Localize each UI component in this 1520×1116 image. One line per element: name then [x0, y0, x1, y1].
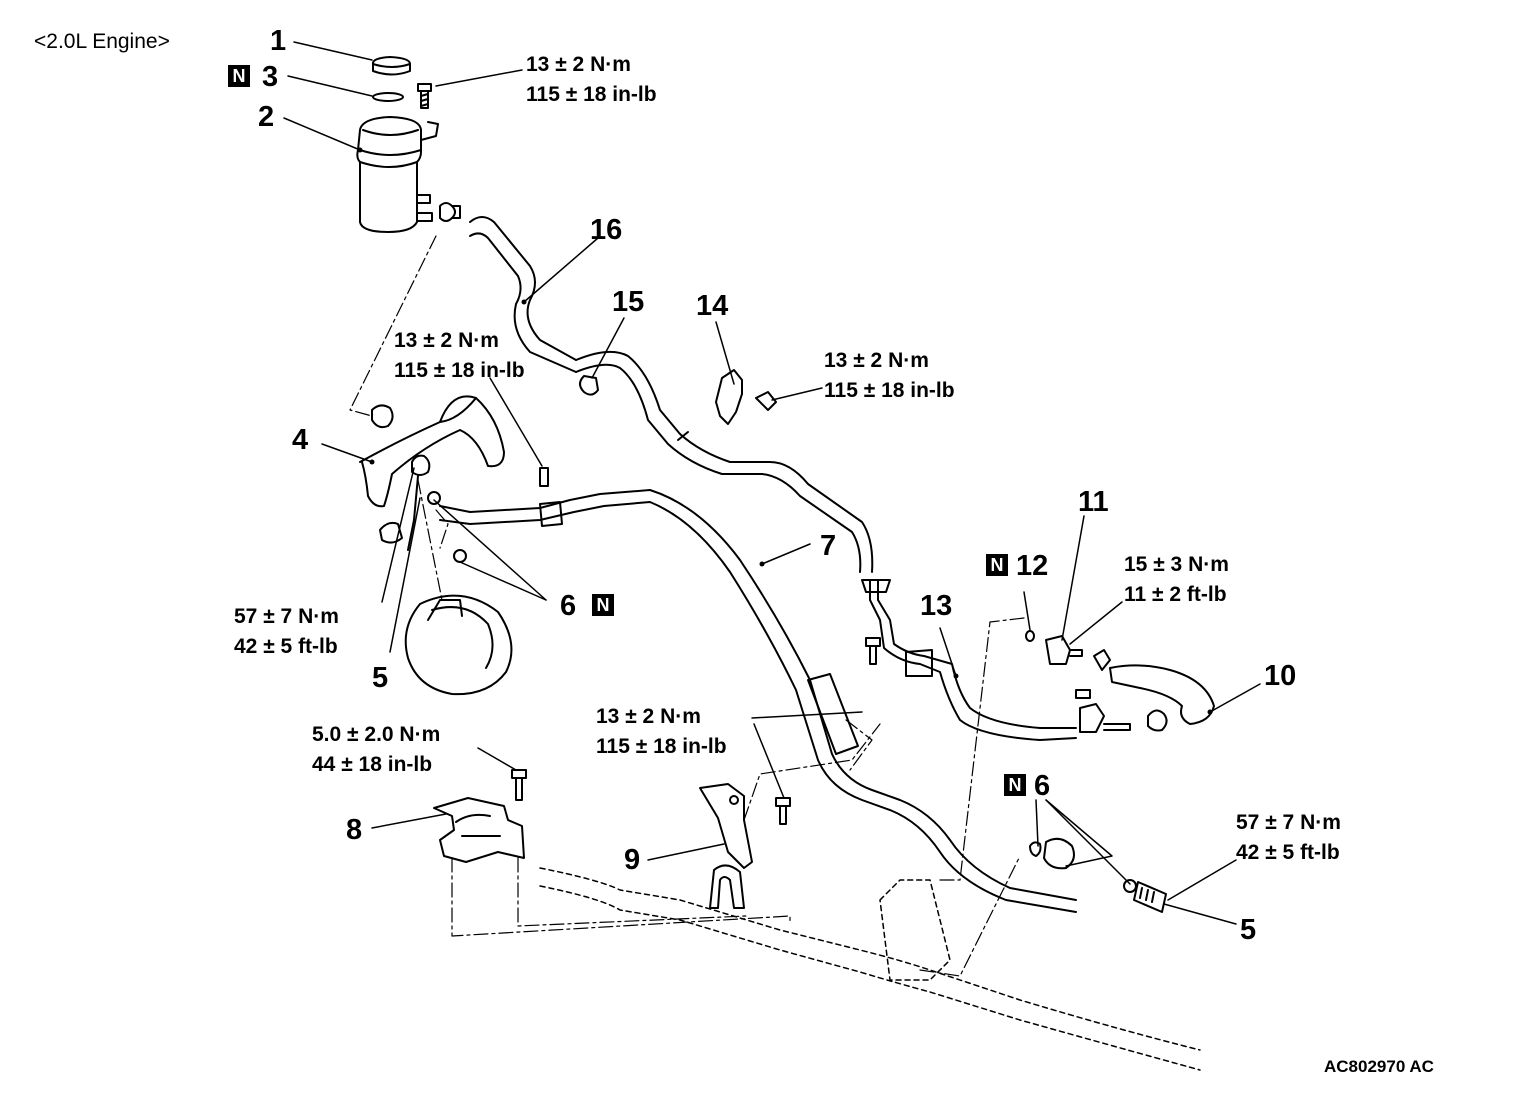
- torque-spec-pressure-clamp: 13 ± 2 N·m 115 ± 18 in-lb: [394, 326, 525, 386]
- gear-eye-bolt: [1133, 881, 1167, 913]
- assembly-guide-lines: [349, 235, 1025, 977]
- callout-16: 16: [590, 214, 623, 246]
- callout-15: 15: [612, 286, 645, 318]
- return-hose: [469, 216, 577, 373]
- torque-imperial: 115 ± 18 in-lb: [394, 359, 525, 382]
- steering-gear-box: [539, 867, 1201, 1071]
- bracket-8: [433, 797, 525, 863]
- callout-3: 3: [262, 61, 279, 93]
- engine-caption: <2.0L Engine>: [34, 30, 170, 53]
- pressure-tube-clamp: [539, 467, 563, 527]
- callout-4: 4: [292, 424, 309, 456]
- callout-6-lower: 6: [1034, 770, 1051, 802]
- gear-union: [1029, 837, 1137, 893]
- bracket-bolt-8: [511, 769, 527, 801]
- torque-spec-reservoir-bolt: 13 ± 2 N·m 115 ± 18 in-lb: [526, 50, 657, 110]
- callout-12: 12: [1016, 550, 1049, 582]
- cooler-bolt: [865, 637, 881, 665]
- pressure-tube: [439, 489, 1077, 913]
- torque-imperial: 115 ± 18 in-lb: [526, 83, 657, 106]
- callout-7: 7: [820, 530, 837, 562]
- cooler-clamp: [861, 579, 933, 677]
- bracket-bolt-9: [775, 797, 791, 825]
- torque-metric: 13 ± 2 N·m: [394, 329, 499, 352]
- torque-spec-switch-11: 15 ± 3 N·m 11 ± 2 ft-lb: [1124, 550, 1229, 610]
- torque-imperial: 42 ± 5 ft-lb: [234, 635, 338, 658]
- hose-clamp: [439, 202, 461, 222]
- callout-5-pump: 5: [372, 662, 389, 694]
- torque-spec-pump-eye-bolt: 57 ± 7 N·m 42 ± 5 ft-lb: [234, 602, 339, 662]
- torque-imperial: 42 ± 5 ft-lb: [1236, 841, 1340, 864]
- new-part-badge: N: [986, 554, 1008, 576]
- leader-dots: [357, 147, 1213, 715]
- torque-imperial: 44 ± 18 in-lb: [312, 753, 433, 776]
- torque-spec-bracket-9: 13 ± 2 N·m 115 ± 18 in-lb: [596, 702, 727, 762]
- new-part-badge: N: [592, 594, 614, 616]
- suction-hose-clamp: [371, 404, 403, 544]
- cooler-tube: [869, 579, 1077, 741]
- torque-spec-clamp-14: 13 ± 2 N·m 115 ± 18 in-lb: [824, 346, 955, 406]
- return-tube: [575, 350, 874, 573]
- cooler-joint: [1075, 689, 1131, 733]
- reservoir-bolt: [417, 83, 432, 109]
- clip: [709, 864, 745, 909]
- reservoir: [356, 116, 439, 233]
- torque-metric: 5.0 ± 2.0 N·m: [312, 723, 441, 746]
- oil-pressure-switch: [1045, 635, 1083, 665]
- new-part-badge: N: [1004, 774, 1026, 796]
- callout-8: 8: [346, 814, 363, 846]
- torque-imperial: 115 ± 18 in-lb: [824, 379, 955, 402]
- figure-reference-code: AC802970 AC: [1324, 1057, 1434, 1076]
- reservoir-cap-o-ring: [372, 92, 404, 102]
- torque-spec-bracket-8: 5.0 ± 2.0 N·m 44 ± 18 in-lb: [312, 720, 440, 780]
- callout-10: 10: [1264, 660, 1297, 692]
- eye-bolt: [407, 454, 431, 551]
- gasket: [427, 491, 467, 563]
- torque-spec-gear-eye-bolt: 57 ± 7 N·m 42 ± 5 ft-lb: [1236, 808, 1341, 868]
- callout-14: 14: [696, 290, 729, 322]
- callout-1: 1: [270, 25, 287, 57]
- torque-metric: 13 ± 2 N·m: [526, 53, 631, 76]
- torque-metric: 57 ± 7 N·m: [1236, 811, 1341, 834]
- torque-metric: 13 ± 2 N·m: [596, 705, 701, 728]
- reservoir-cap: [371, 56, 411, 76]
- cooler-hose-clamp: [1147, 709, 1168, 732]
- suction-hose: [359, 395, 505, 508]
- torque-metric: 15 ± 3 N·m: [1124, 553, 1229, 576]
- torque-imperial: 11 ± 2 ft-lb: [1124, 583, 1227, 606]
- cooler-return-hose: [1109, 664, 1215, 725]
- new-part-badge: N: [228, 65, 250, 87]
- torque-metric: 13 ± 2 N·m: [824, 349, 929, 372]
- callout-6-upper: 6: [560, 590, 577, 622]
- tube-clamp-14: [715, 369, 777, 425]
- oil-pump: [404, 594, 513, 696]
- o-ring-12: [1025, 630, 1035, 642]
- leader-lines: [283, 41, 1261, 925]
- callout-13: 13: [920, 590, 953, 622]
- callout-2: 2: [258, 101, 275, 133]
- pressure-sleeve: [807, 673, 859, 755]
- callout-11: 11: [1078, 486, 1109, 518]
- torque-metric: 57 ± 7 N·m: [234, 605, 339, 628]
- bracket-9: [699, 783, 753, 869]
- callout-9: 9: [624, 844, 641, 876]
- switch-clamp: [1093, 649, 1111, 671]
- torque-imperial: 115 ± 18 in-lb: [596, 735, 727, 758]
- tube-clamp-15: [579, 375, 599, 396]
- callout-5-gear: 5: [1240, 914, 1257, 946]
